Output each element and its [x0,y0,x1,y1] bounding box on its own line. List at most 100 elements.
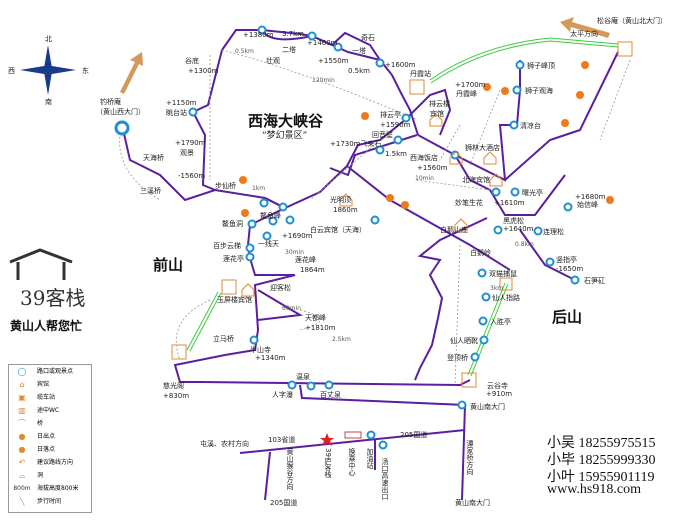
legend-item-cave: ⌓洞 [18,471,44,480]
legend-item-direction: ↶建议路线方向 [18,458,74,467]
region-subtitle: “梦幻景区” [262,129,307,141]
svg-text:北海宾馆: 北海宾馆 [462,175,490,184]
svg-text:10min: 10min [415,175,434,182]
svg-text:-1560m: -1560m [178,172,205,180]
svg-text:竖指亭: 竖指亭 [556,255,577,264]
svg-text:+830m: +830m [163,392,189,400]
svg-text:观景: 观景 [180,149,194,157]
cable-station-icons [171,41,633,388]
svg-text:39客栈: 39客栈 [20,286,85,310]
west-gate-arrow-icon [120,52,143,94]
svg-text:丹霞峰: 丹霞峰 [456,89,477,98]
svg-text:换乘中心: 换乘中心 [348,447,356,476]
svg-text:温泉: 温泉 [296,372,310,381]
svg-text:1.5km: 1.5km [385,150,407,158]
svg-text:黄山南大门: 黄山南大门 [470,402,505,411]
svg-text:狮子观海: 狮子观海 [525,86,553,95]
svg-text:半山寺: 半山寺 [250,345,271,354]
svg-text:百丈泉: 百丈泉 [320,390,341,399]
website-link[interactable]: www.hs918.com [547,482,641,497]
legend-item-viewpoint: ◯路口或观景点 [17,367,74,376]
svg-text:+1150m: +1150m [166,99,197,107]
svg-text:白鹅岭: 白鹅岭 [470,248,491,257]
svg-text:人字瀑: 人字瀑 [272,390,293,399]
svg-text:1860m: 1860m [333,206,358,214]
svg-text:鳌鱼洞: 鳌鱼洞 [222,219,243,228]
legend-item-walk-time: ╲步行时间 [19,497,62,506]
svg-text:立马桥: 立马桥 [213,334,234,343]
map-legend: ◯路口或观景点 ⌂宾馆 ▣缆车站 ▥途中WC ⌒桥 ●日出点 ●日落点 ↶建议路… [8,364,92,513]
logo-slogan: 黄山人帮您忙 [10,318,82,333]
svg-text:+1690m: +1690m [282,232,313,240]
compass-south: 南 [45,97,52,106]
svg-text:莲花峰: 莲花峰 [295,255,316,264]
svg-text:+1810m: +1810m [305,324,336,332]
svg-text:仙人晒靴: 仙人晒靴 [450,336,478,345]
contact-3: 小叶 15955901119 [547,470,655,485]
svg-text:1864m: 1864m [300,266,325,274]
svg-text:云谷寺: 云谷寺 [487,381,508,390]
svg-text:白鹅山庄: 白鹅山庄 [440,225,468,234]
svg-text:+1730m飞来石: +1730m飞来石 [330,140,382,148]
svg-text:+1560m: +1560m [417,164,448,172]
svg-text:西海饭店: 西海饭店 [410,153,438,162]
svg-text:+1590m: +1590m [380,121,411,129]
inn-star-icon [320,433,334,446]
svg-text:加油站: 加油站 [366,447,374,470]
svg-text:排云亭: 排云亭 [380,110,401,119]
legend-item-sunset: ●日落点 [18,445,56,454]
svg-text:壮观: 壮观 [266,56,280,65]
svg-text:39庐客栈: 39庐客栈 [324,448,332,478]
svg-text:狮子峰顶: 狮子峰顶 [527,61,555,70]
svg-text:奇石: 奇石 [361,33,375,42]
svg-text:+1340m: +1340m [255,354,286,362]
svg-text:1km: 1km [252,185,265,192]
svg-text:谷底: 谷底 [185,56,199,65]
svg-text:仙人指路: 仙人指路 [492,293,520,302]
svg-text:丹霞站: 丹霞站 [410,69,431,78]
svg-text:天海桥: 天海桥 [143,153,164,162]
svg-text:120min: 120min [312,77,335,84]
contact-2: 小毕 18255999330 [547,453,656,468]
svg-text:谭家桥方向: 谭家桥方向 [466,439,474,475]
svg-text:+1380m: +1380m [243,31,274,39]
svg-text:黄山南大门: 黄山南大门 [455,498,490,507]
svg-text:狮林大酒店: 狮林大酒店 [465,143,500,152]
svg-text:+1600m: +1600m [385,61,416,69]
svg-text:百步云梯: 百步云梯 [213,241,241,250]
walking-time-lines [119,49,631,386]
svg-text:清凉台: 清凉台 [520,121,541,130]
svg-text:入胜亭: 入胜亭 [490,317,511,326]
svg-text:始信峰: 始信峰 [577,200,598,209]
svg-text:+1640m: +1640m [503,225,534,233]
svg-text:+1460m: +1460m [307,39,338,47]
legend-item-hotel: ⌂宾馆 [19,380,50,389]
svg-text:妙笔生花: 妙笔生花 [455,198,483,207]
svg-text:步仙桥: 步仙桥 [215,181,236,190]
svg-text:0.5km: 0.5km [235,48,254,55]
svg-text:屯溪、农村方向: 屯溪、农村方向 [200,439,249,448]
legend-item-cable: ▣缆车站 [18,393,56,402]
svg-text:3.7km: 3.7km [282,30,304,38]
svg-text:60min: 60min [282,305,301,312]
svg-text:慈光阁: 慈光阁 [163,381,184,390]
svg-text:光明顶: 光明顶 [330,195,351,204]
svg-text:曙光亭: 曙光亭 [522,188,543,197]
transfer-bus-icon [344,431,362,439]
svg-text:2.5km: 2.5km [332,336,351,343]
svg-text:玉屏楼宾馆: 玉屏楼宾馆 [217,295,252,304]
svg-text:莲花亭: 莲花亭 [223,254,244,263]
svg-text:眺台站: 眺台站 [166,108,187,117]
compass-west: 西 [8,67,15,75]
svg-text:太平方向: 太平方向 [570,29,598,38]
svg-text:石笋矼: 石笋矼 [584,276,605,285]
svg-text:103省道: 103省道 [268,435,295,444]
logo: 39客栈 [9,248,85,310]
legend-item-bridge: ⌒桥 [18,419,44,428]
viewpoint-markers [114,25,580,450]
bottom-vertical-labels: 黄山猴谷方向 39庐客栈 换乘中心 加油站 汤口高速出口 谭家桥方向 [286,439,474,500]
